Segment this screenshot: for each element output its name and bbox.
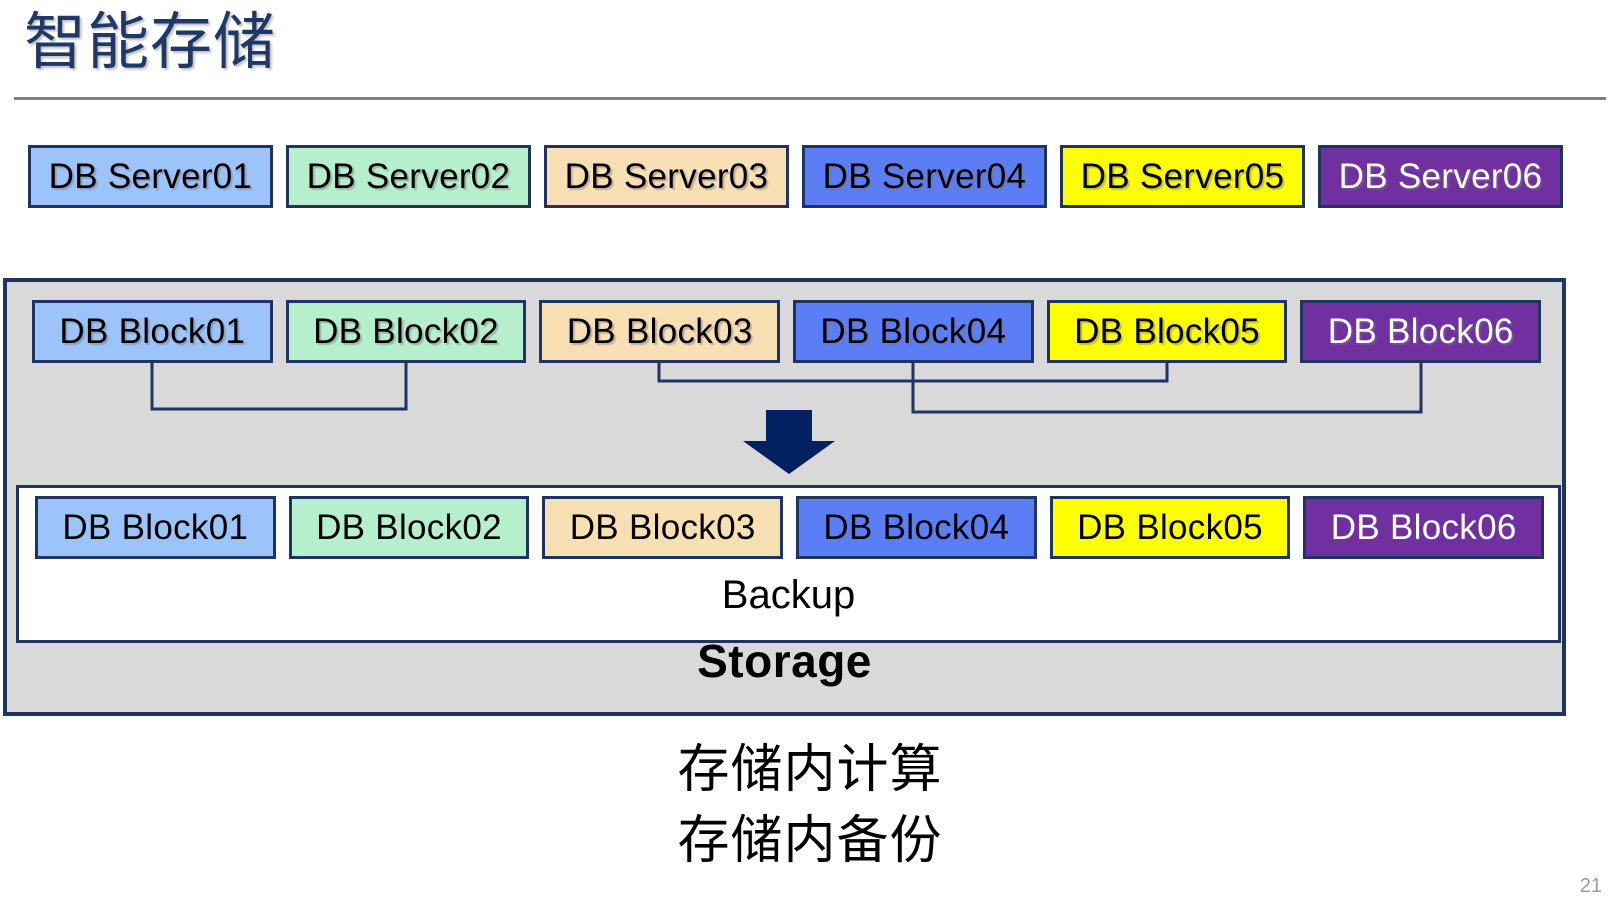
db-block-row-bottom: DB Block01 DB Block02 DB Block03 DB Bloc… (35, 496, 1545, 559)
db-server-label-4: DB Server04 (822, 156, 1027, 196)
db-block-bottom-label-1: DB Block01 (62, 507, 249, 547)
db-block-top-box-4[interactable]: DB Block04 (793, 300, 1034, 363)
db-server-row: DB Server01 DB Server02 DB Server03 DB S… (28, 145, 1563, 208)
db-server-box-2[interactable]: DB Server02 (286, 145, 531, 208)
backup-label: Backup (721, 573, 856, 617)
db-block-bottom-box-3[interactable]: DB Block03 (542, 496, 784, 559)
db-block-top-label-4: DB Block04 (820, 311, 1007, 351)
db-server-label-5: DB Server05 (1080, 156, 1285, 196)
db-server-box-6[interactable]: DB Server06 (1318, 145, 1563, 208)
db-block-top-label-2: DB Block02 (313, 311, 499, 351)
storage-container: DB Block01 DB Block02 DB Block03 DB Bloc… (3, 278, 1566, 716)
db-server-label-6: DB Server06 (1338, 156, 1543, 196)
db-block-top-label-1: DB Block01 (59, 311, 246, 351)
db-block-bottom-box-4[interactable]: DB Block04 (796, 496, 1037, 559)
db-block-top-label-3: DB Block03 (566, 311, 753, 351)
db-block-top-label-6: DB Block06 (1327, 311, 1514, 351)
caption-line-1: 存储内计算 (677, 741, 943, 799)
db-block-top-box-2[interactable]: DB Block02 (285, 300, 527, 363)
db-block-bottom-label-2: DB Block02 (316, 507, 502, 547)
caption-block: 存储内计算 存储内备份 (0, 735, 1620, 876)
db-server-label-2: DB Server02 (306, 156, 511, 196)
db-block-row-top: DB Block01 DB Block02 DB Block03 DB Bloc… (32, 300, 1542, 363)
db-server-label-1: DB Server01 (48, 156, 253, 196)
storage-label: Storage (697, 635, 872, 687)
db-block-bottom-box-1[interactable]: DB Block01 (35, 496, 276, 559)
down-arrow-icon (743, 410, 835, 474)
db-block-top-label-5: DB Block05 (1074, 311, 1260, 351)
db-server-box-4[interactable]: DB Server04 (802, 145, 1047, 208)
db-block-bottom-label-5: DB Block05 (1077, 507, 1263, 547)
db-server-box-5[interactable]: DB Server05 (1060, 145, 1305, 208)
db-block-top-box-5[interactable]: DB Block05 (1046, 300, 1288, 363)
db-server-box-1[interactable]: DB Server01 (28, 145, 273, 208)
db-block-bottom-label-3: DB Block03 (569, 507, 756, 547)
caption-line-2: 存储内备份 (677, 811, 943, 870)
backup-container: DB Block01 DB Block02 DB Block03 DB Bloc… (16, 485, 1561, 643)
title-divider (14, 97, 1606, 100)
db-block-bottom-box-5[interactable]: DB Block05 (1049, 496, 1291, 559)
page-title: 智能存储 (24, 8, 277, 77)
db-block-bottom-box-6[interactable]: DB Block06 (1303, 496, 1545, 559)
db-server-box-3[interactable]: DB Server03 (544, 145, 789, 208)
db-block-top-box-3[interactable]: DB Block03 (539, 300, 781, 363)
db-block-bottom-box-2[interactable]: DB Block02 (288, 496, 530, 559)
db-block-top-box-6[interactable]: DB Block06 (1300, 300, 1542, 363)
db-block-bottom-label-4: DB Block04 (823, 507, 1010, 547)
db-block-top-box-1[interactable]: DB Block01 (32, 300, 273, 363)
page-number: 21 (1579, 875, 1602, 897)
db-server-label-3: DB Server03 (564, 156, 769, 196)
db-block-bottom-label-6: DB Block06 (1330, 507, 1517, 547)
